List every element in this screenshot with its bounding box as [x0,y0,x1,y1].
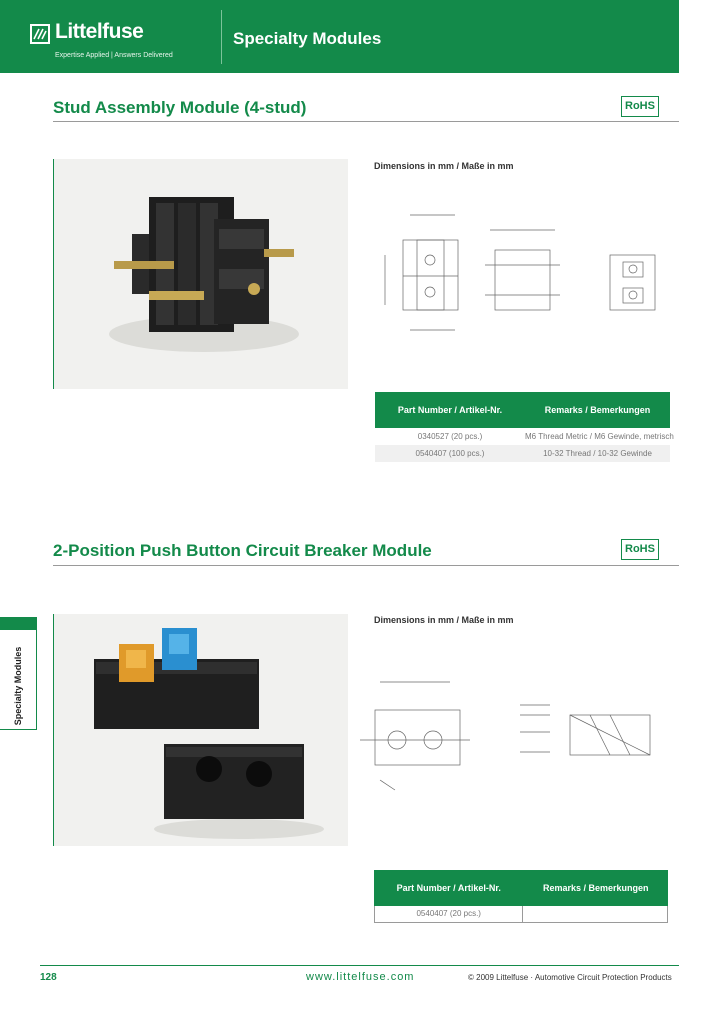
table-header: Part Number / Artikel-Nr. Remarks / Beme… [374,870,668,906]
table-row: 0540407 (100 pcs.) 10-32 Thread / 10-32 … [375,445,670,462]
footer-rule [40,965,679,966]
table-header: Part Number / Artikel-Nr. Remarks / Beme… [375,392,670,428]
header-divider [221,10,222,64]
brand-name: Littelfuse [55,20,144,43]
littelfuse-logo-icon [30,24,50,44]
column-header-remarks: Remarks / Bemerkungen [542,883,649,893]
section-title-stud-assembly: Stud Assembly Module (4-stud) [53,98,307,117]
section-title-circuit-breaker-module: 2-Position Push Button Circuit Breaker M… [53,541,432,560]
circuit-breaker-dimension-drawing [360,681,651,791]
section-rule [53,565,679,566]
rohs-badge: RoHS [621,539,659,560]
table-row: 0540407 (20 pcs.) [374,906,668,923]
side-tab-specialty-modules: Specialty Modules [0,617,37,730]
remarks-cell: M6 Thread Metric / M6 Gewinde, metrisch [525,432,674,441]
stud-module-photo [53,159,348,389]
stud-module-parts-table: Part Number / Artikel-Nr. Remarks / Beme… [375,392,674,462]
footer-url-link[interactable]: www.littelfuse.com [306,971,415,983]
dimensions-label: Dimensions in mm / Maße in mm [374,615,514,625]
column-header-remarks: Remarks / Bemerkungen [544,405,651,415]
dimensions-label: Dimensions in mm / Maße in mm [374,161,514,171]
circuit-breaker-module-photo [53,614,348,846]
rohs-badge: RoHS [621,96,659,117]
column-header-part-number: Part Number / Artikel-Nr. [397,405,503,415]
part-number-cell: 0540407 (100 pcs.) [415,449,485,458]
page-number: 128 [40,972,57,983]
circuit-breaker-parts-table: Part Number / Artikel-Nr. Remarks / Beme… [374,870,668,923]
side-tab-bar [0,618,36,630]
brand-tagline: Expertise Applied | Answers Delivered [55,52,173,59]
section-rule [53,121,679,122]
remarks-cell: 10-32 Thread / 10-32 Gewinde [543,449,652,458]
page-header: Littelfuse Expertise Applied | Answers D… [0,0,679,73]
side-tab-label: Specialty Modules [13,646,23,726]
footer-copyright: © 2009 Littelfuse · Automotive Circuit P… [468,973,672,982]
column-header-part-number: Part Number / Artikel-Nr. [396,883,501,893]
page-title: Specialty Modules [233,29,382,48]
stud-module-dimension-drawing [384,214,656,331]
table-row: 0340527 (20 pcs.) M6 Thread Metric / M6 … [375,428,674,445]
part-number-cell: 0540407 (20 pcs.) [375,906,524,922]
part-number-cell: 0340527 (20 pcs.) [417,432,483,441]
